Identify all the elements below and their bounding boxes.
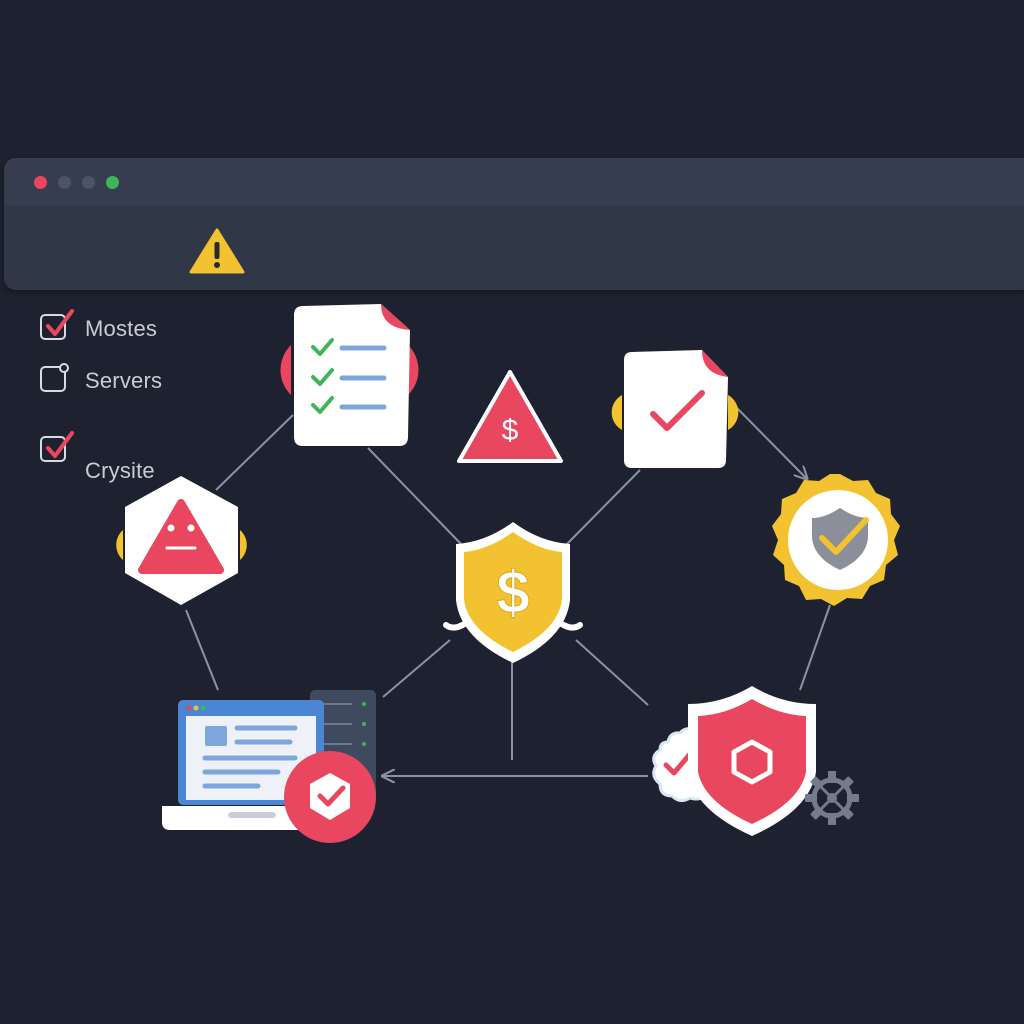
connector-line — [215, 414, 294, 491]
browser-window — [4, 158, 1024, 290]
connector-arrow — [733, 404, 806, 478]
check-mark-icon — [46, 431, 74, 458]
check-mark-icon — [46, 309, 74, 336]
connector-line — [575, 639, 649, 706]
checkbox-checked[interactable] — [40, 436, 66, 462]
alert-hexagon-icon[interactable] — [116, 476, 247, 605]
checklist-item-crysite[interactable]: Crysite — [40, 431, 240, 483]
checkbox-unchecked[interactable] — [40, 366, 66, 392]
checklist-item-servers[interactable]: Servers — [40, 362, 240, 398]
checklist-document-icon[interactable] — [280, 304, 419, 446]
approved-document-icon[interactable] — [611, 350, 739, 468]
gear-icon[interactable] — [805, 771, 859, 825]
dollar-warning-icon[interactable]: $ — [457, 370, 563, 463]
checklist-label: Crysite — [85, 458, 155, 483]
checkbox-notch-icon — [59, 363, 69, 373]
window-titlebar — [4, 158, 1024, 207]
dollar-shield-icon[interactable]: $ — [443, 522, 583, 663]
security-shield-icon[interactable] — [652, 686, 816, 836]
connector-line — [367, 447, 463, 546]
checklist-label: Servers — [85, 368, 163, 393]
connector-line — [185, 609, 219, 691]
fullscreen-dot[interactable] — [106, 176, 119, 189]
checklist-label: Mostes — [85, 316, 158, 341]
verified-badge-icon[interactable] — [772, 474, 900, 606]
connector-lines — [185, 404, 831, 776]
minimize-dot[interactable] — [58, 176, 71, 189]
checklist-item-mostes[interactable]: Mostes — [40, 309, 240, 346]
connector-line — [382, 639, 451, 698]
window-content — [4, 206, 1024, 290]
checkbox-checked[interactable] — [40, 314, 66, 340]
warning-icon[interactable] — [187, 226, 247, 276]
svg-text:$: $ — [496, 559, 529, 626]
connector-line — [565, 469, 641, 546]
close-dot[interactable] — [34, 176, 47, 189]
connector-line — [799, 604, 831, 691]
laptop-dashboard-icon[interactable] — [162, 690, 376, 843]
maximize-dot[interactable] — [82, 176, 95, 189]
svg-text:$: $ — [502, 414, 519, 447]
